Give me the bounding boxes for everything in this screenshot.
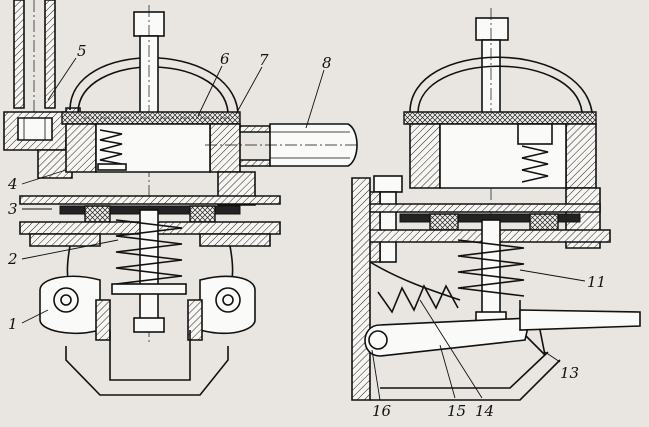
callout-15: 15: [447, 402, 466, 420]
callout-8: 8: [322, 54, 332, 72]
callout-3: 3: [8, 200, 18, 218]
callout-13: 13: [560, 364, 579, 382]
left-section-view: [3, 0, 360, 396]
callout-labels: 1 2 3 4 5 6 7 8 11 13 14 15 16: [7, 42, 606, 420]
callout-11: 11: [587, 273, 606, 291]
callout-4: 4: [7, 175, 18, 193]
callout-2: 2: [7, 250, 18, 268]
callout-1: 1: [8, 315, 18, 333]
right-section-view: [351, 8, 641, 401]
callout-5: 5: [77, 42, 87, 60]
callout-14: 14: [475, 402, 494, 420]
callout-7: 7: [259, 51, 269, 69]
leader-lines: [21, 57, 586, 401]
callout-6: 6: [220, 50, 230, 68]
callout-16: 16: [372, 402, 392, 420]
